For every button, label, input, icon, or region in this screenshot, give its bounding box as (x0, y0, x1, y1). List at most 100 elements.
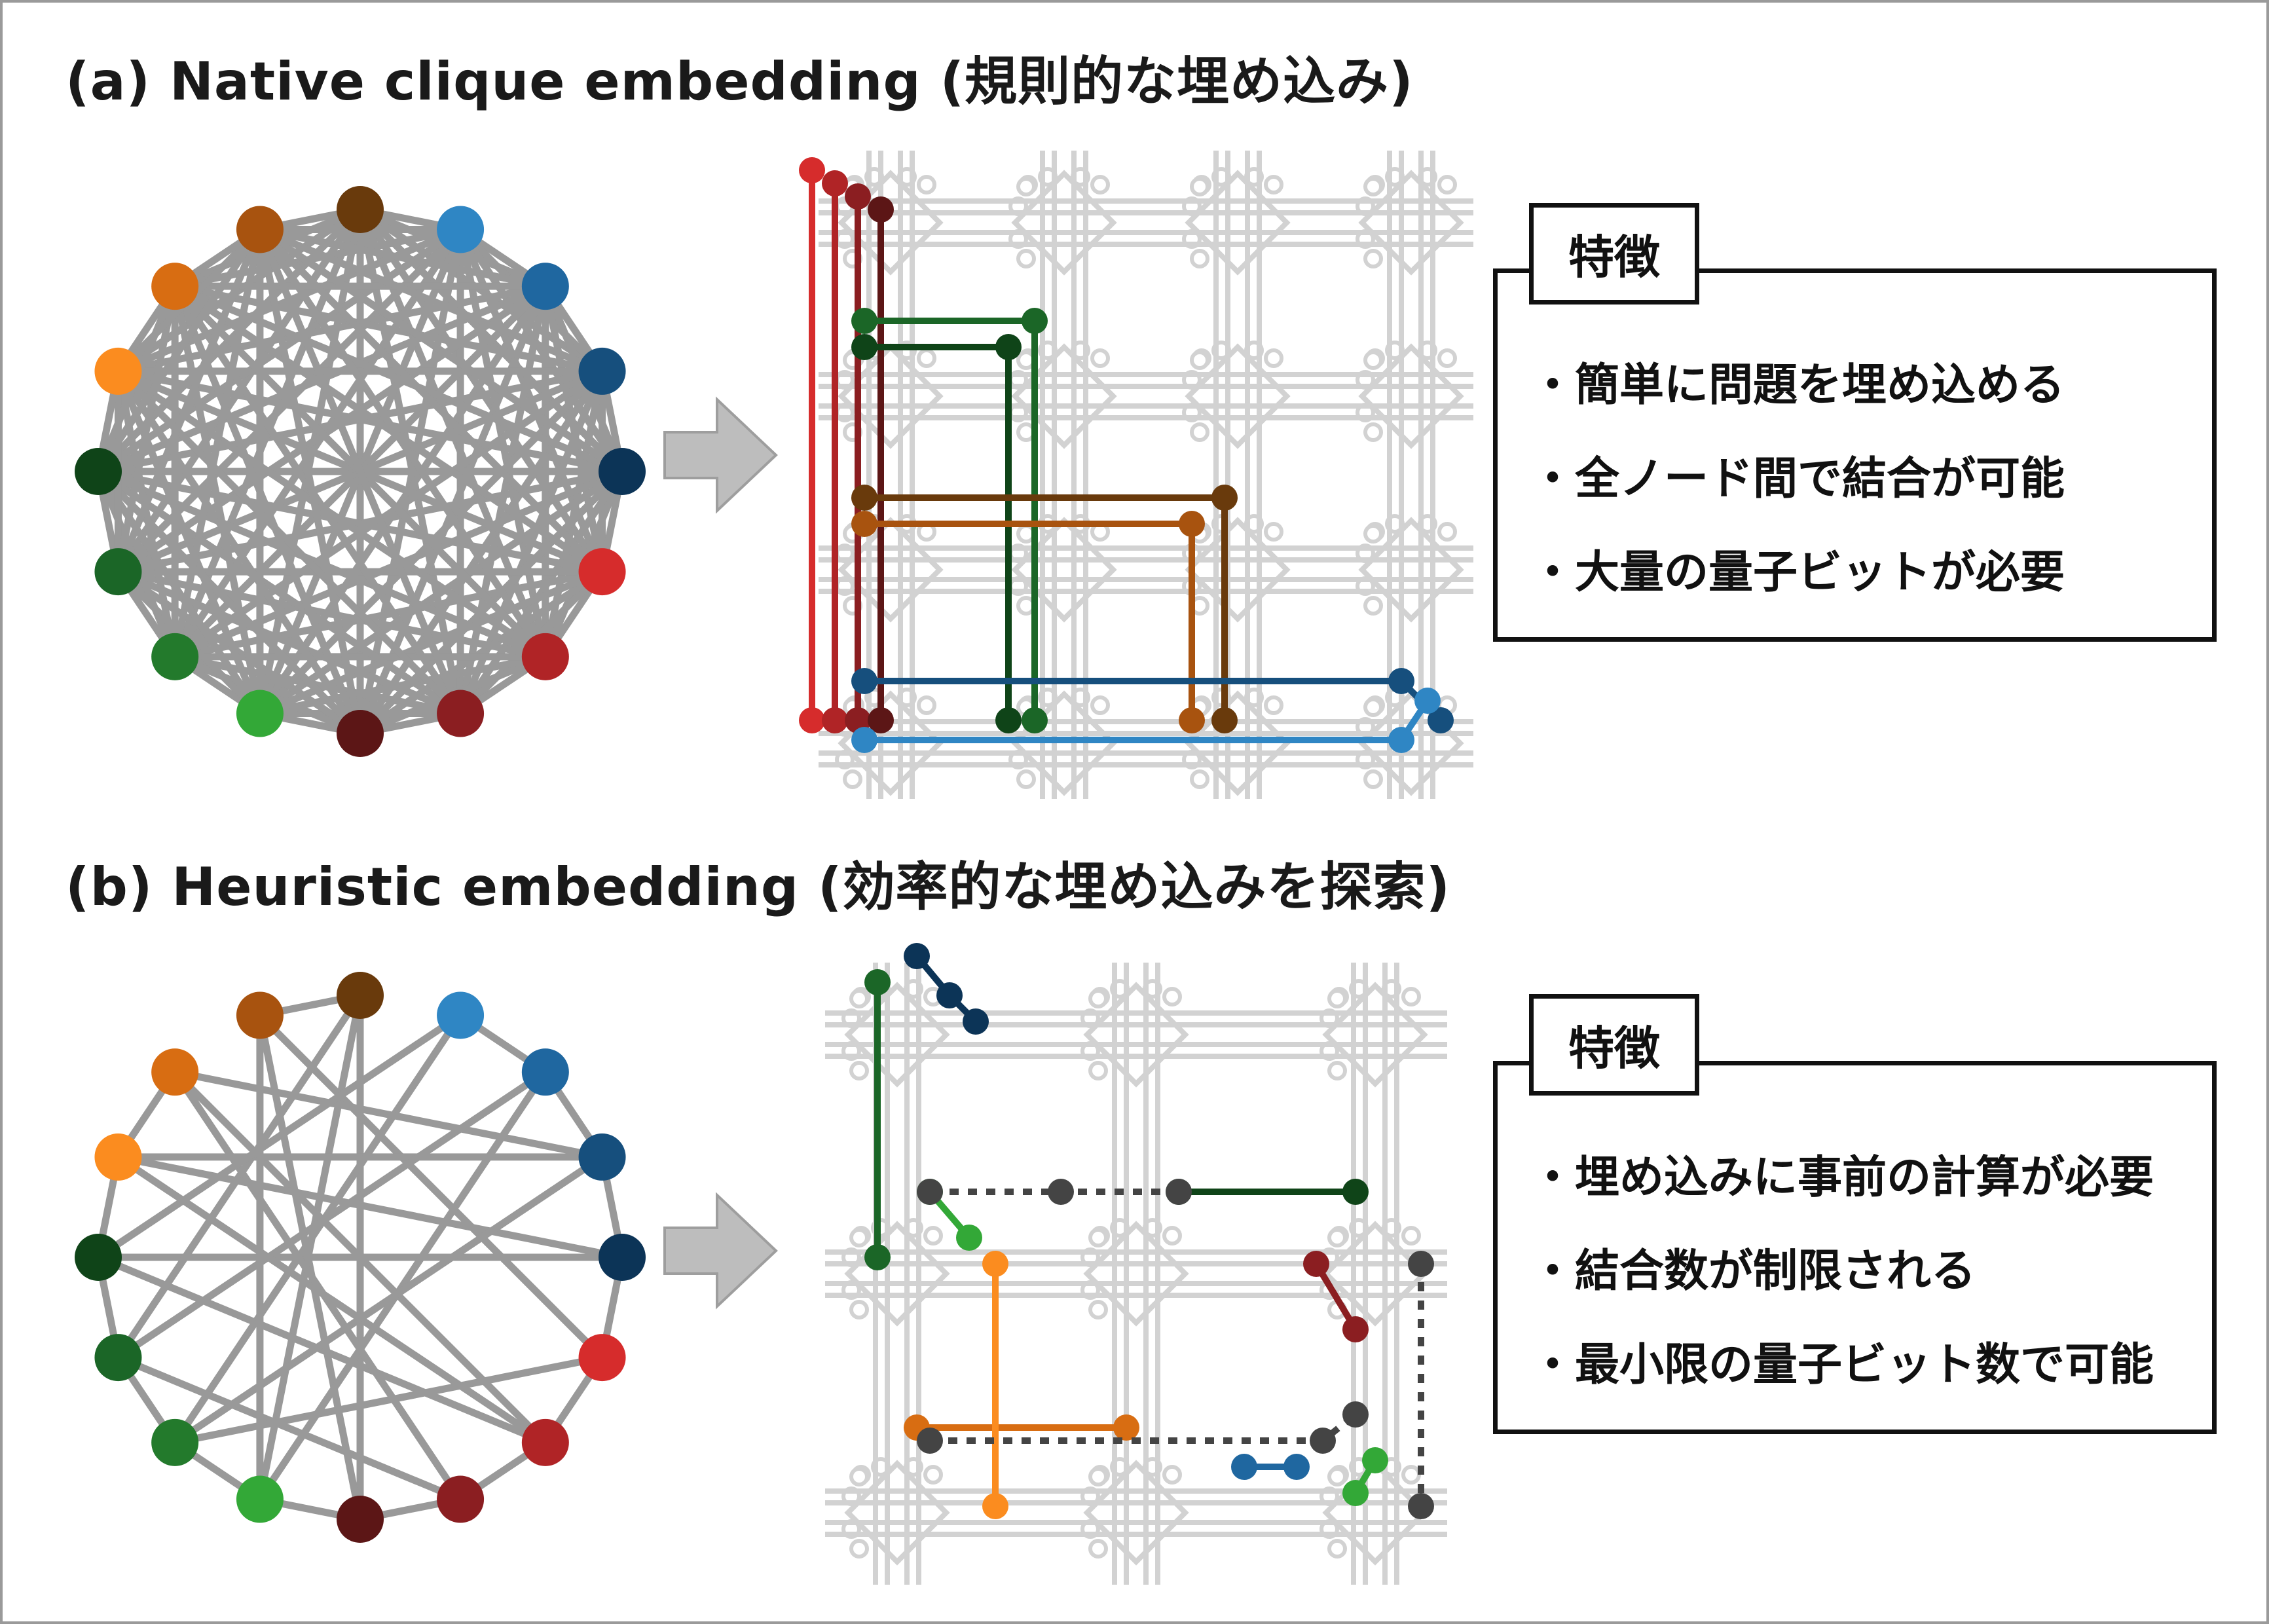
graph-edge (171, 286, 264, 714)
graph-edge (172, 227, 464, 659)
graph-node (437, 1475, 485, 1523)
graph-edge (117, 1354, 462, 1503)
embedded-qubit (917, 1179, 943, 1205)
qubit (1363, 769, 1383, 789)
graph-edge (96, 468, 463, 717)
qubit (917, 348, 936, 368)
graph-node (94, 548, 142, 596)
chimera-lattice (825, 963, 1447, 1585)
graph-node (437, 991, 485, 1039)
qubit (1437, 175, 1457, 194)
embedded-qubit (822, 707, 848, 733)
graph-edge (173, 1154, 604, 1446)
embedded-qubit (1342, 1316, 1369, 1342)
chimera-lattice (819, 151, 1473, 799)
graph-node (578, 347, 626, 395)
graph-node (437, 690, 485, 737)
embedded-qubit (1362, 1447, 1388, 1473)
qubit (849, 1539, 869, 1559)
embedded-qubit (868, 196, 894, 223)
embedded-qubit (917, 1428, 943, 1454)
qubit (923, 1226, 943, 1246)
embedded-qubit (851, 727, 877, 753)
graph-edge (116, 206, 363, 375)
graph-nodes (75, 186, 646, 757)
qubit (1327, 1467, 1347, 1486)
graph-edge (95, 469, 263, 716)
graph-node (521, 633, 569, 680)
graph-node (236, 991, 284, 1039)
graph-edge (257, 226, 625, 475)
qubit (1088, 1467, 1108, 1486)
graph-nodes (75, 972, 646, 1543)
qubit (1090, 175, 1110, 194)
graph-edge (257, 227, 605, 574)
graph-edge (95, 227, 263, 474)
qubit (1264, 348, 1283, 368)
embedded-qubit (1048, 1179, 1074, 1205)
qubit (1264, 522, 1283, 542)
panel-a-chimera-embedding (799, 151, 1473, 799)
panel-a-source-graph (75, 186, 646, 757)
qubit (1401, 1226, 1421, 1246)
qubit (1437, 348, 1457, 368)
chimera-cell (844, 982, 950, 1088)
graph-edge (116, 1154, 547, 1446)
embedded-qubit (995, 707, 1022, 733)
embedded-qubit (1179, 511, 1205, 537)
graph-edge (172, 1070, 464, 1502)
graph-node (521, 1048, 569, 1096)
graph-node (151, 633, 199, 680)
graph-edge (172, 284, 464, 716)
qubit (1190, 177, 1209, 196)
chimera-cell (1011, 170, 1117, 276)
panel-a-features-box: ・簡単に問題を埋め込める ・全ノード間で結合が可能 ・大量の量子ビットが必要 (1493, 268, 2217, 642)
qubit (1363, 596, 1383, 616)
graph-edge (356, 229, 464, 735)
graph-edge (117, 1153, 623, 1261)
graph-node (599, 448, 646, 495)
graph-edge (457, 227, 625, 474)
graph-edge (259, 226, 546, 290)
embedded-qubit (868, 707, 894, 733)
graph-edge (171, 229, 264, 657)
graph-edge (174, 283, 624, 475)
embedded-qubit (1166, 1179, 1192, 1205)
chimera-cell (1083, 1460, 1189, 1566)
qubit (1363, 249, 1383, 268)
graph-node (337, 710, 384, 757)
qubit (849, 1061, 869, 1080)
qubit (917, 695, 936, 715)
embedded-qubit (1310, 1428, 1336, 1454)
embedded-qubit (995, 334, 1022, 360)
graph-edge (258, 226, 604, 375)
embedded-qubit (1428, 707, 1454, 733)
graph-edge (259, 653, 546, 717)
graph-edge (174, 1354, 603, 1447)
qubit (843, 769, 862, 789)
embedded-qubit (799, 157, 825, 183)
graph-node (337, 972, 384, 1019)
graph-edge (257, 1070, 549, 1502)
qubit (1090, 348, 1110, 368)
graph-edge (97, 367, 603, 475)
qubit (917, 175, 936, 194)
panel-b-feature-item: ・最小限の量子ビット数で可能 (1530, 1339, 2154, 1391)
chimera-cell (1358, 170, 1464, 276)
qubit (849, 989, 869, 1008)
qubit (849, 1228, 869, 1247)
embedded-qubit (851, 334, 877, 360)
qubit (1363, 524, 1383, 544)
panel-a-feature-item: ・全ノード間で結合が可能 (1530, 453, 2065, 505)
embedded-qubit (851, 485, 877, 511)
qubit (1088, 1539, 1108, 1559)
panel-b-title: (b) Heuristic embedding (効率的な埋め込みを探索) (65, 857, 1451, 917)
embedded-qubit (1179, 707, 1205, 733)
panel-b-features-box: ・埋め込みに事前の計算が必要 ・結合数が制限される ・最小限の量子ビット数で可能 (1493, 1061, 2217, 1434)
qubit (1090, 695, 1110, 715)
graph-edge (542, 370, 606, 657)
graph-node (236, 206, 284, 253)
embedded-qubit (936, 982, 963, 1008)
qubit (1088, 1300, 1108, 1320)
graph-node (151, 1048, 199, 1096)
